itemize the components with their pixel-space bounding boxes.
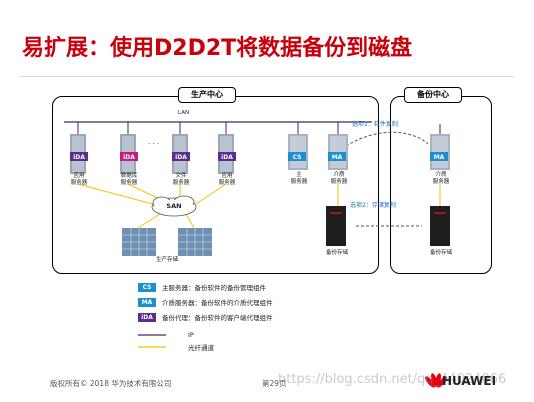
legend-row-ip: IP [138,329,194,341]
backup-storage-label: 备份存储 [325,250,348,256]
legend-text: 介质服务器：备份软件的介质代理组件 [162,299,273,307]
legend-text: 主服务器：备份软件的备份管理组件 [162,284,266,292]
svg-text:CS: CS [293,154,302,161]
app-server-2-label: 应用服务器 [218,173,236,186]
backup-storage-icon [326,206,346,246]
app-server-1-label: 应用服务器 [70,173,88,186]
media-server-label: 介质服务器 [330,172,348,185]
production-center-panel [52,96,379,274]
svg-text:iDA: iDA [73,154,85,161]
svg-text:iDA: iDA [123,154,135,161]
ida-badge: iDA [218,152,236,161]
replication-link [345,131,429,147]
slide-title: 易扩展：使用D2D2T将数据备份到磁盘 [22,36,413,61]
svg-text:iDA: iDA [175,154,187,161]
remote-backup-storage-label: 备份存储 [429,250,452,256]
legend-row-ma: MA 介质服务器：备份软件的介质代理组件 [138,296,273,308]
svg-text:MA: MA [332,154,343,161]
svg-text:iDA: iDA [221,154,233,161]
legend-row-cs: CS 主服务器：备份软件的备份管理组件 [138,281,266,293]
ida-badge: iDA [138,312,156,322]
legend-text: 备份代理：备份软件的客户端代理组件 [162,314,273,322]
production-disk-array-icon [178,228,212,256]
huawei-logo-icon [425,373,447,388]
title-divider [20,76,514,77]
production-center-label: 生产中心 [178,87,236,103]
huawei-brand: HUAWEI [442,374,497,388]
legend-row-fiber: 光纤通道 [138,341,214,353]
watermark-text: https://blog.csdn.net/qq_44024066 [278,372,507,387]
page-number: 第29页 [262,379,287,388]
cs-badge: CS [288,152,306,161]
option-2-label: 选项2：存储复制 [350,202,396,209]
cs-badge: CS [138,282,156,292]
remote-media-server-label: 介质服务器 [432,172,450,185]
master-server-label: 主服务器 [290,172,308,185]
legend-row-ida: iDA 备份代理：备份软件的客户端代理组件 [138,311,273,323]
ma-badge: MA [430,152,448,161]
option-1-label: 选项1：软件复制 [352,121,398,128]
legend-text: 光纤通道 [188,344,214,352]
production-storage-label: 生产存储 [155,257,178,263]
ida-badge: iDA [120,152,138,161]
more-servers-ellipsis: · · · [148,140,159,148]
db-server-label: 数据库服务器 [120,173,138,186]
ma-badge: MA [328,152,346,161]
san-label: SAN [166,202,182,210]
ma-badge: MA [138,297,156,307]
ida-badge: iDA [70,152,88,161]
remote-backup-storage-icon [430,206,450,246]
ida-badge: iDA [172,152,190,161]
legend-text: IP [188,331,194,339]
backup-center-label: 备份中心 [404,87,462,103]
svg-text:MA: MA [434,154,445,161]
file-server-label: 文件服务器 [172,173,190,186]
copyright-text: 版权所有© 2018 华为技术有限公司 [50,379,172,388]
lan-label: LAN [178,110,190,116]
production-disk-array-icon [122,228,156,256]
san-cloud [151,195,197,217]
